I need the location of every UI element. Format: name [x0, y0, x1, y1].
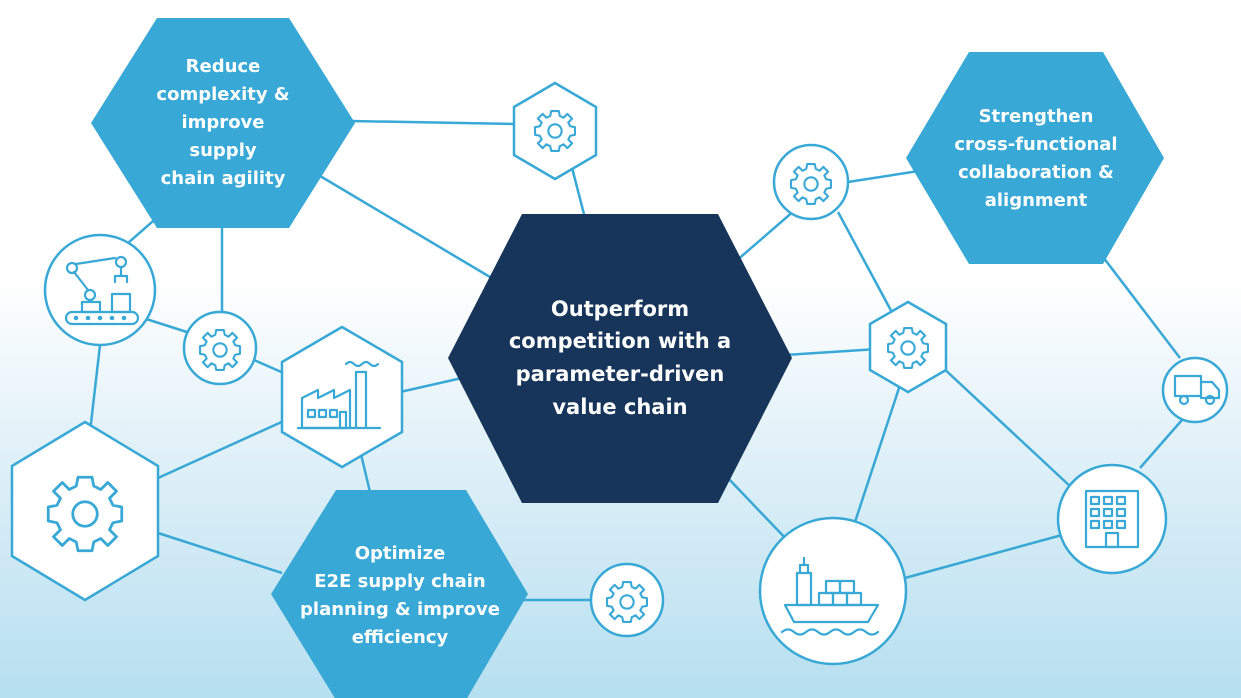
- strengthen-line-1: Strengthen: [978, 106, 1094, 128]
- strengthen-collaboration-label: Strengthen cross-functional collaboratio…: [935, 78, 1137, 240]
- strengthen-line-2: cross-functional: [954, 134, 1118, 156]
- center-line-4: value chain: [552, 394, 688, 419]
- edge-factory-big-gear: [157, 418, 287, 480]
- gear-node-left: [182, 310, 258, 386]
- cargo-ship-node: [758, 516, 908, 666]
- hex-optimize-planning: [271, 490, 528, 698]
- optimize-line-1: Optimize: [354, 543, 446, 565]
- gear-node-bottom: [589, 562, 665, 638]
- center-outperform-label: Outperform competition with a parameter-…: [490, 270, 750, 446]
- edge-gear-mid-ship: [853, 384, 902, 523]
- hex-reduce-complexity: [91, 18, 355, 228]
- center-line-3: parameter-driven: [515, 362, 725, 386]
- optimize-planning-label: Optimize E2E supply chain planning & imp…: [284, 516, 516, 676]
- connections: [88, 119, 1183, 602]
- gear-node-right: [772, 143, 850, 221]
- reduce-line-4: chain agility: [160, 167, 286, 189]
- edge-reduce-center: [309, 168, 496, 282]
- edge-factory-optimize: [358, 449, 372, 493]
- gear-node-large: [10, 420, 160, 602]
- office-building-icon: [1084, 489, 1140, 549]
- optimize-line-2: E2E supply chain: [314, 571, 486, 593]
- robot-arm-node: [43, 233, 157, 347]
- office-building-node: [1056, 463, 1168, 575]
- factory-node: [280, 325, 404, 469]
- hex-center-outperform: [448, 214, 792, 503]
- edge-robot-gear-left: [142, 316, 191, 335]
- edge-factory-center: [399, 376, 463, 394]
- edge-truck-building: [1139, 419, 1183, 469]
- edge-center-gear-right: [734, 209, 796, 263]
- truck-node: [1161, 356, 1229, 424]
- edge-gear-right-strengthen: [847, 168, 926, 184]
- edge-center-gear-mid: [784, 347, 879, 357]
- edge-center-ship: [724, 474, 791, 544]
- optimize-line-3: planning & improve: [300, 599, 500, 620]
- center-line-1: Outperform: [550, 296, 690, 321]
- edge-gear-right-gear-mid: [836, 211, 897, 319]
- edge-strengthen-truck: [1099, 252, 1181, 359]
- edge-big-gear-optimize: [157, 531, 283, 575]
- edge-ship-building: [904, 533, 1063, 580]
- truck-icon: [1173, 374, 1221, 406]
- edge-robot-big-gear: [88, 344, 102, 433]
- gear-node-top: [512, 81, 598, 181]
- reduce-line-3: improve supply: [181, 112, 265, 161]
- edge-reduce-gear-top: [349, 119, 519, 126]
- factory-icon: [296, 360, 382, 430]
- strengthen-line-4: alignment: [984, 189, 1088, 211]
- reduce-complexity-label: Reduce complexity & improve supply chain…: [150, 42, 296, 204]
- center-line-2: competition with a: [508, 329, 732, 354]
- optimize-line-4: efficiency: [351, 626, 449, 648]
- robot-arm-icon: [64, 255, 140, 326]
- hex-strengthen-collaboration: [906, 52, 1164, 264]
- edge-gear-mid-building: [939, 364, 1073, 489]
- strengthen-line-3: collaboration &: [958, 162, 1114, 183]
- gear-node-middle-right: [868, 300, 948, 394]
- reduce-line-1: Reduce: [185, 56, 261, 78]
- reduce-line-2: complexity &: [156, 84, 290, 106]
- cargo-ship-icon: [780, 556, 880, 636]
